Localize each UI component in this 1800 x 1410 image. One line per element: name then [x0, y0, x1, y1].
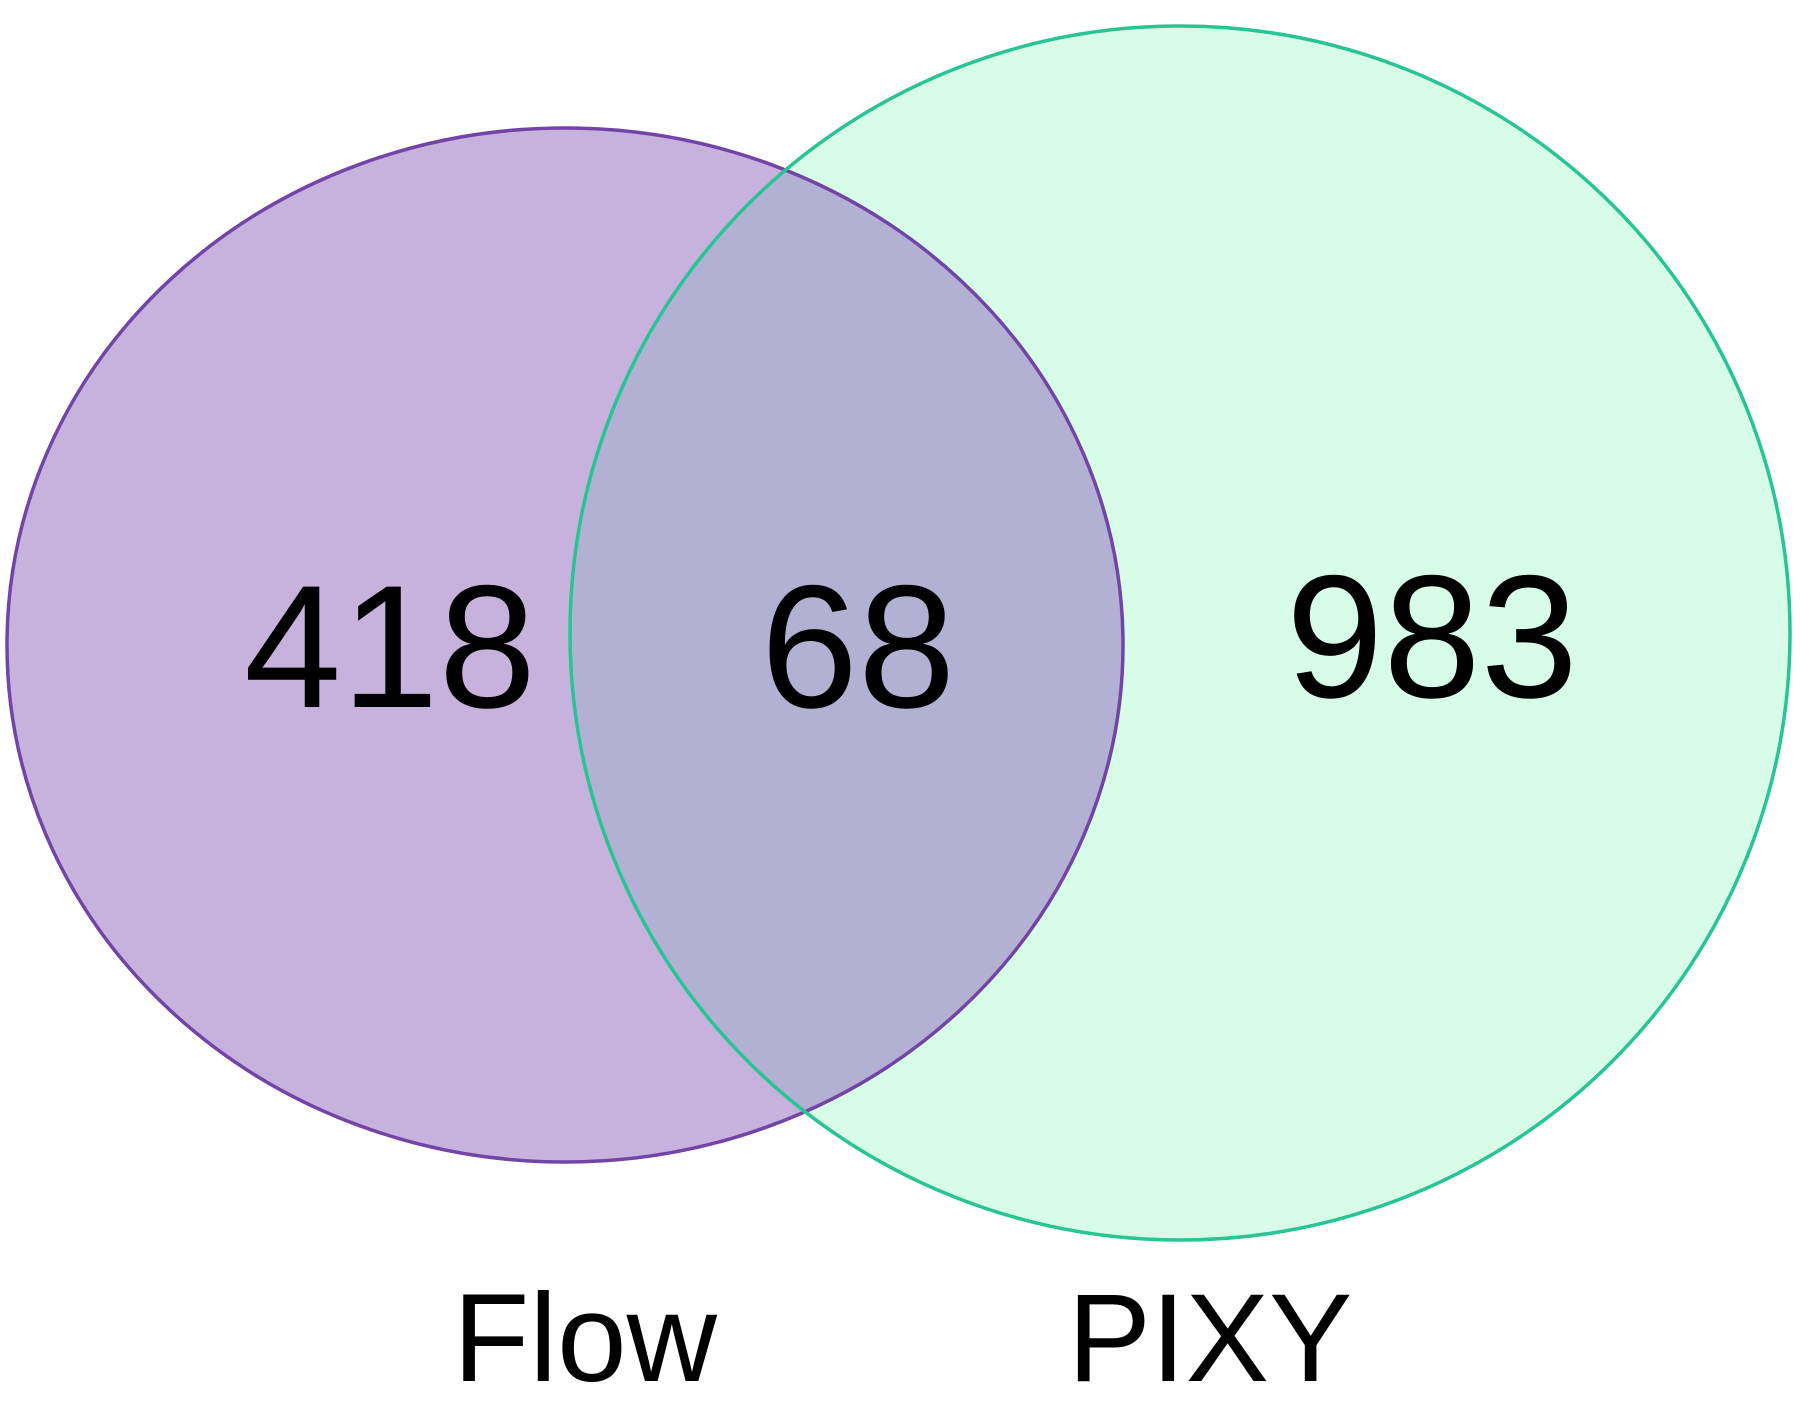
- intersection-count: 68: [761, 550, 956, 745]
- flow-exclusive-count: 418: [244, 550, 536, 745]
- flow-set-outline: [5, 126, 1125, 1164]
- flow-set-area: [7, 128, 1123, 1162]
- pixy-set-label: PIXY: [1068, 1269, 1353, 1408]
- pixy-exclusive-count: 983: [1286, 540, 1578, 735]
- pixy-set-outline: [568, 24, 1792, 1242]
- flow-set-label: Flow: [453, 1269, 718, 1408]
